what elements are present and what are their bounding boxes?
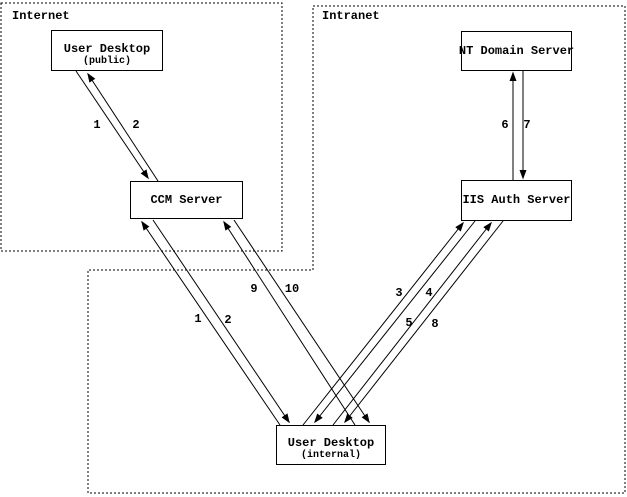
edge-label: 9 [250,282,258,296]
node-title: User Desktop [63,41,151,56]
edge-label: 1 [93,118,101,132]
node-nt-domain-server: NT Domain Server [458,31,575,71]
node-title: CCM Server [150,192,223,207]
node-title: IIS Auth Server [462,193,571,207]
edge-line-step-3 [302,221,464,426]
zone-outline-intranet [87,5,626,494]
edge-label: 2 [132,118,140,132]
node-user-desktop-internal: User Desktop (internal) [276,425,386,465]
edge-line-step-1 [75,70,149,180]
edge-line-step-4 [314,220,476,424]
edge-line-step-10 [233,219,370,424]
edge-label: 5 [405,316,413,330]
edge-label: 6 [501,118,509,132]
node-subtitle: (public) [82,55,131,67]
zone-outline-internet [0,2,283,252]
node-subtitle: (internal) [300,450,361,461]
edge-line-step-2 [152,219,290,424]
edge-label: 10 [284,282,300,296]
node-title: User Desktop [287,436,375,450]
zone-label-internet: Internet [12,9,70,23]
node-title: NT Domain Server [458,43,575,58]
edge-line-step-9 [223,220,356,426]
edge-label: 3 [395,286,403,300]
node-user-desktop-public: User Desktop (public) [51,30,163,71]
edge-line-step-8 [344,220,504,424]
edge-label: 2 [224,313,232,327]
edge-line-step-5 [332,221,492,426]
edge-label: 4 [425,286,433,300]
edge-line-step-1 [141,220,281,426]
edge-label: 8 [431,317,439,331]
edge-line-step-2 [87,72,159,182]
node-iis-auth-server: IIS Auth Server [461,180,572,221]
zone-label-intranet: Intranet [322,9,380,23]
node-ccm-server: CCM Server [130,181,243,219]
edge-label: 7 [523,118,531,132]
edge-label: 1 [194,312,202,326]
